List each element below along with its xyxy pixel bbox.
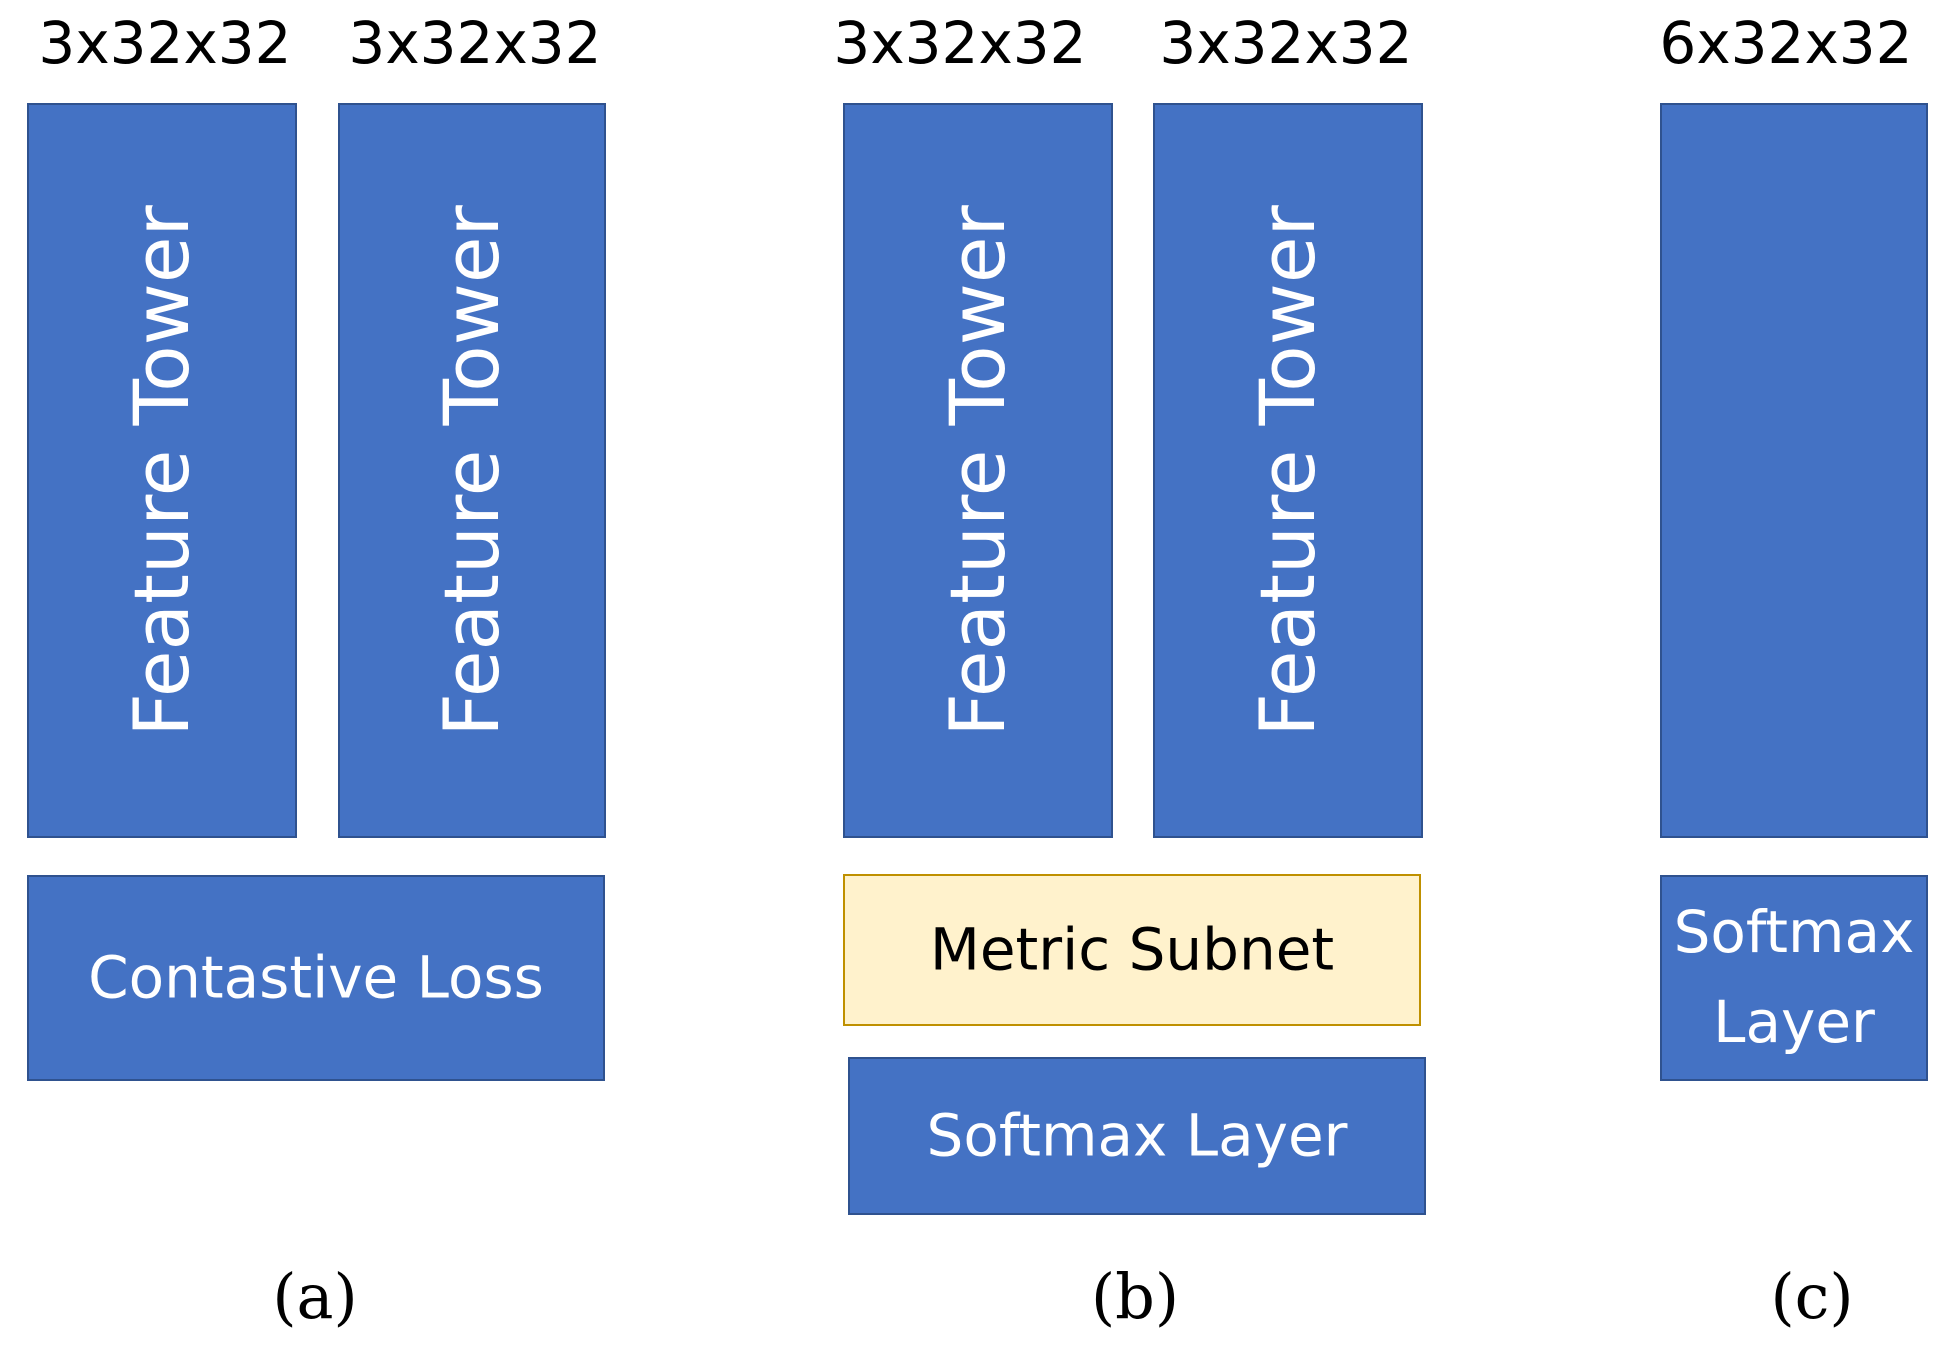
panel-b-feature-tower-2-label: Feature Tower: [1243, 204, 1332, 737]
panel-c-caption: (c): [1770, 1260, 1854, 1333]
panel-c-network-block: [1660, 103, 1928, 838]
panel-b-input-1-dims: 3x32x32: [833, 9, 1087, 77]
panel-a-feature-tower-2: Feature Tower: [338, 103, 606, 838]
panel-b-feature-tower-1-label: Feature Tower: [933, 204, 1022, 737]
panel-c-softmax-line-1: Softmax: [1673, 898, 1915, 967]
panel-b-feature-tower-1: Feature Tower: [843, 103, 1113, 838]
panel-a-feature-tower-1: Feature Tower: [27, 103, 297, 838]
panel-a-feature-tower-1-label: Feature Tower: [117, 204, 206, 737]
panel-a-contrastive-loss-label: Contastive Loss: [88, 943, 544, 1012]
panel-c-softmax-layer-label: Softmax Layer: [1662, 888, 1926, 1068]
panel-a-feature-tower-2-label: Feature Tower: [427, 204, 516, 737]
panel-b-caption: (b): [1090, 1260, 1180, 1333]
panel-b-softmax-layer-block: Softmax Layer: [848, 1057, 1426, 1215]
panel-c-softmax-line-2: Layer: [1713, 988, 1875, 1056]
panel-c-input-dims: 6x32x32: [1659, 9, 1913, 77]
panel-b-metric-subnet-block: Metric Subnet: [843, 874, 1421, 1026]
panel-a-caption: (a): [272, 1260, 358, 1333]
panel-b-feature-tower-2: Feature Tower: [1153, 103, 1423, 838]
panel-a-input-2-dims: 3x32x32: [348, 9, 602, 77]
panel-c-softmax-layer-block: Softmax Layer: [1660, 875, 1928, 1081]
panel-b-input-2-dims: 3x32x32: [1159, 9, 1413, 77]
panel-a-input-1-dims: 3x32x32: [38, 9, 292, 77]
panel-a-contrastive-loss-block: Contastive Loss: [27, 875, 605, 1081]
panel-b-metric-subnet-label: Metric Subnet: [929, 915, 1335, 984]
panel-b-softmax-layer-label: Softmax Layer: [926, 1101, 1348, 1170]
